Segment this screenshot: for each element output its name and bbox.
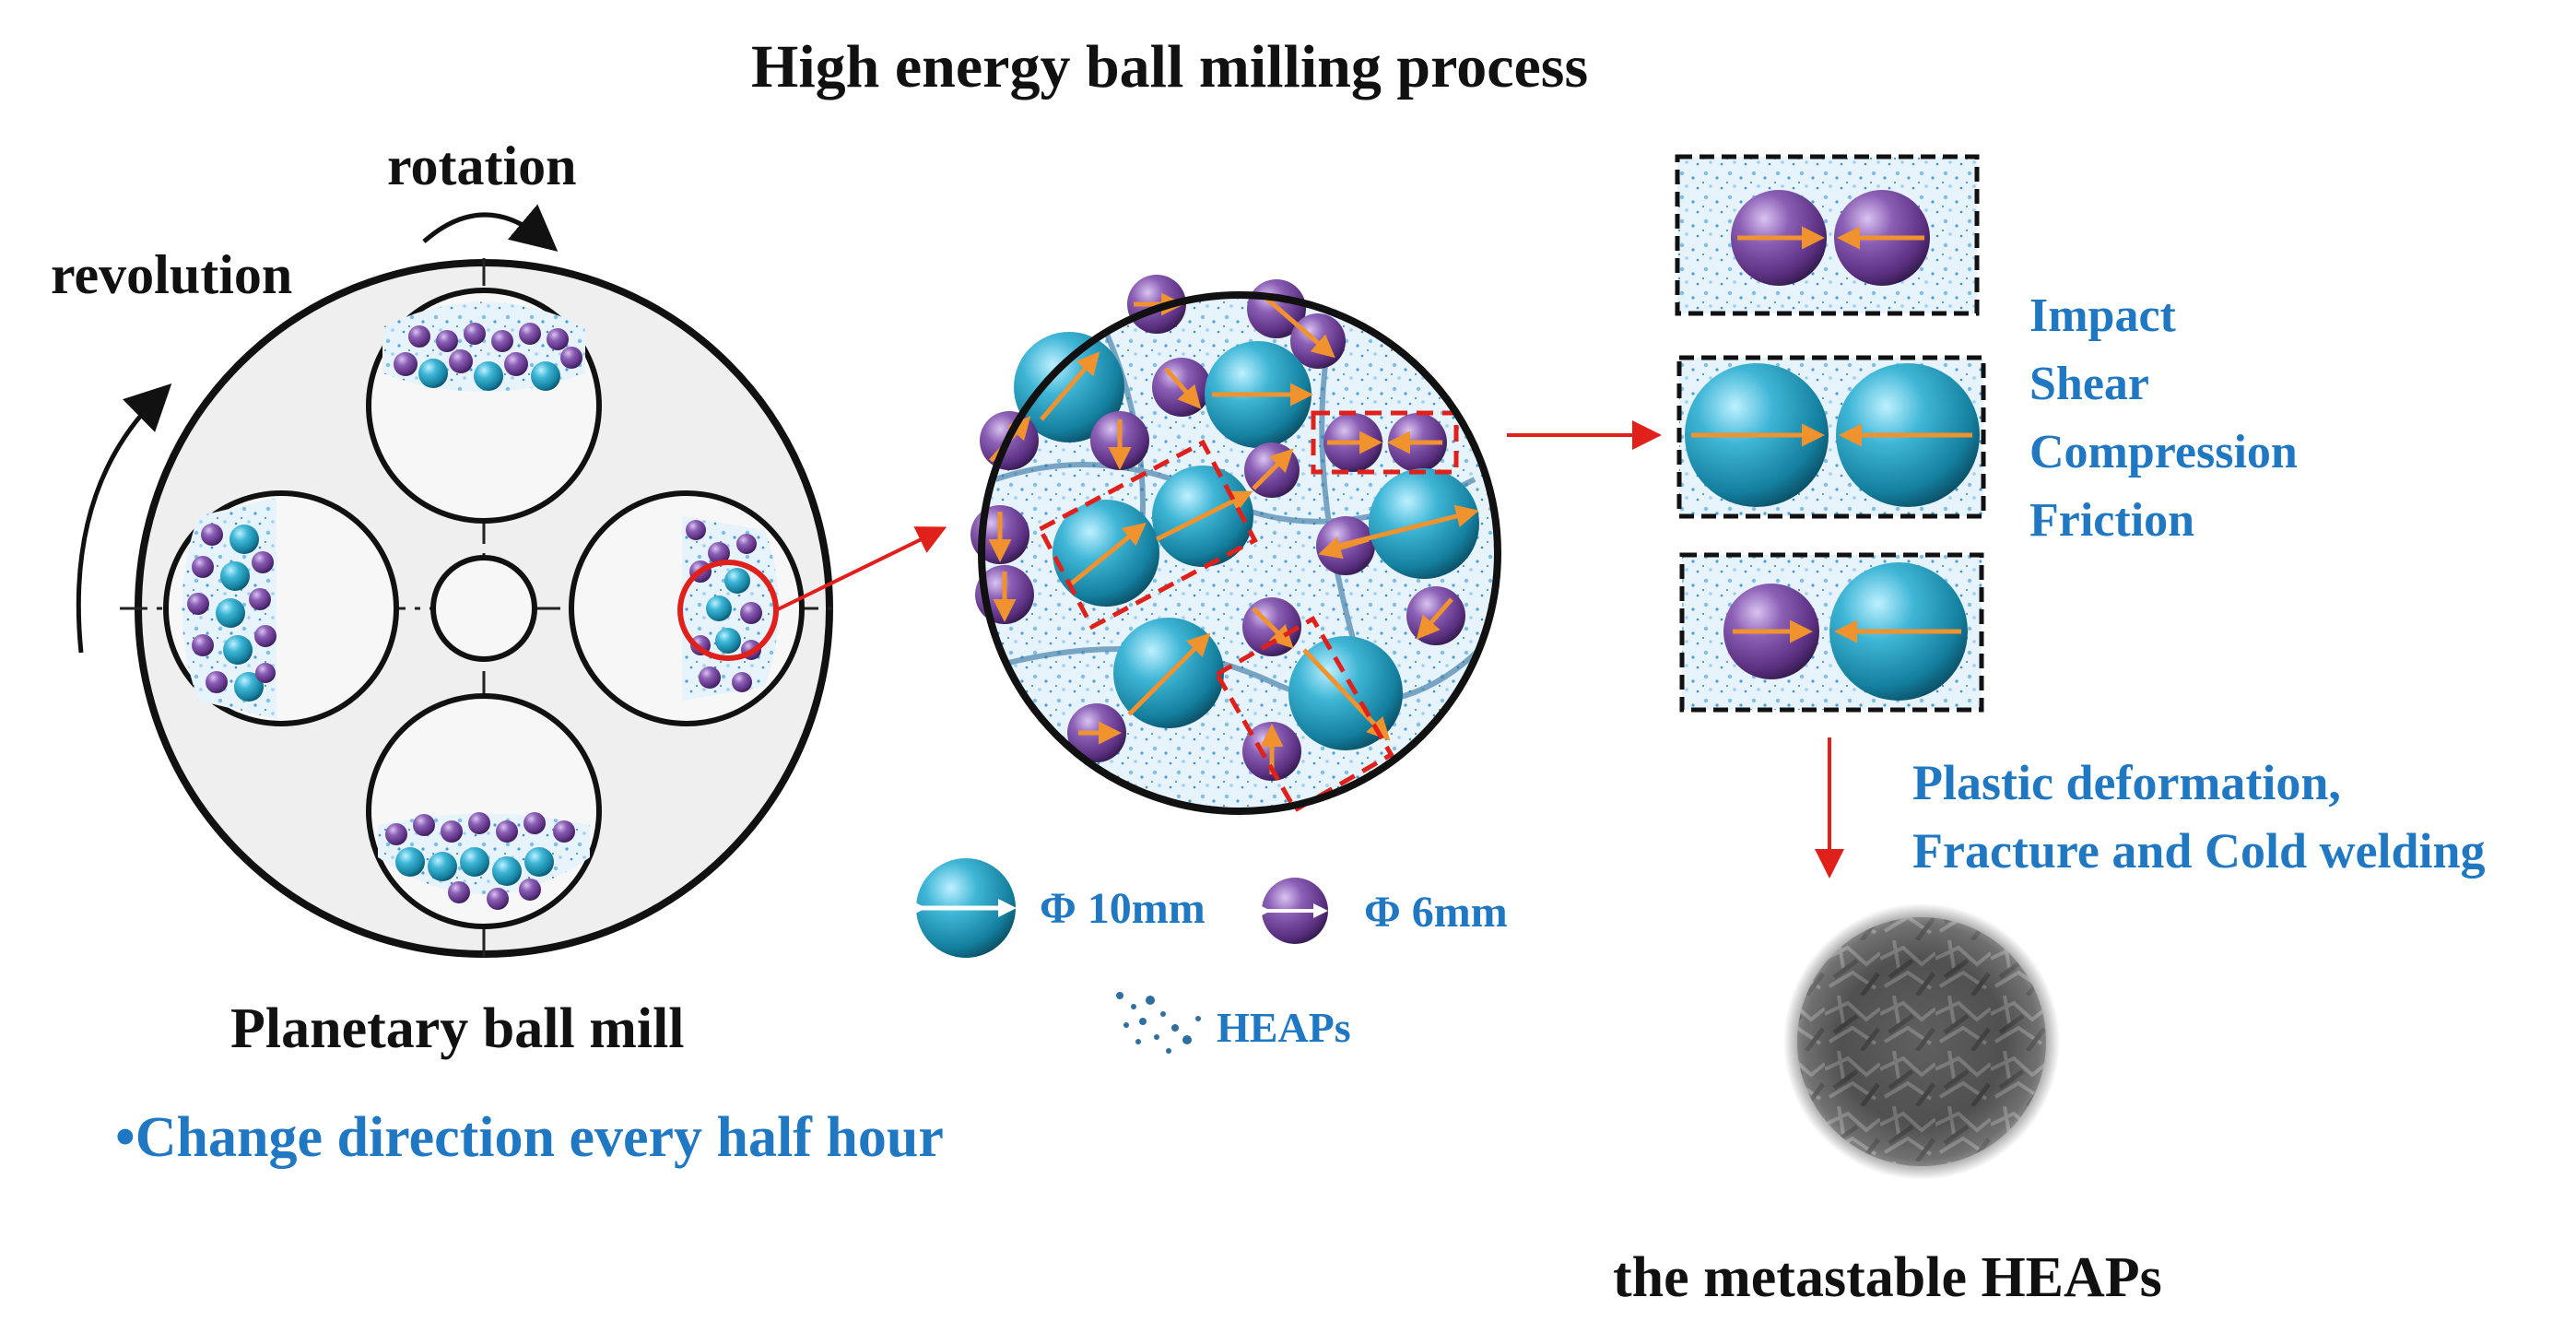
- result-caption: the metastable HEAPs: [1613, 1246, 2162, 1309]
- mechanism-box-small-small: [1675, 154, 1980, 316]
- jar-bottom-balls: [378, 812, 590, 910]
- revolution-label: revolution: [51, 244, 293, 305]
- magnified-vial: [970, 275, 1501, 815]
- mechanism-shear: Shear: [2029, 358, 2149, 410]
- mechanism-box-large-large: [1676, 355, 1986, 519]
- jar-top-balls: [382, 301, 585, 392]
- collision-boxes: [1037, 410, 1459, 814]
- mill-caption: Planetary ball mill: [230, 997, 685, 1060]
- mechanism-compression: Compression: [2029, 426, 2298, 478]
- deformation-line-2: Fracture and Cold welding: [1912, 823, 2486, 879]
- jar-right-balls: [682, 516, 779, 701]
- zoom-arrow: [775, 526, 947, 612]
- planetary-ball-mill: [76, 204, 947, 959]
- diagram-title: High energy ball milling process: [751, 33, 1589, 100]
- rotation-label: rotation: [387, 136, 577, 196]
- direction-note: •Change direction every half hour: [115, 1106, 944, 1169]
- legend-large-label: Φ 10mm: [1040, 884, 1206, 933]
- legend-small-label: Φ 6mm: [1364, 888, 1508, 937]
- mechanism-friction: Friction: [2029, 494, 2195, 547]
- legend: [908, 858, 1328, 1054]
- rotation-arrow: [422, 204, 559, 252]
- legend-powder-label: HEAPs: [1217, 1004, 1351, 1051]
- vial-force-arrows: [988, 292, 1479, 774]
- deformation-line-1: Plastic deformation,: [1912, 755, 2341, 810]
- jar-left-balls: [182, 498, 276, 719]
- sem-image: [1783, 903, 2060, 1180]
- mechanism-box-small-large: [1679, 552, 1984, 713]
- revolution-arrow: [76, 383, 172, 654]
- mechanism-impact: Impact: [2029, 289, 2176, 342]
- legend-powder-icon: [1116, 992, 1201, 1054]
